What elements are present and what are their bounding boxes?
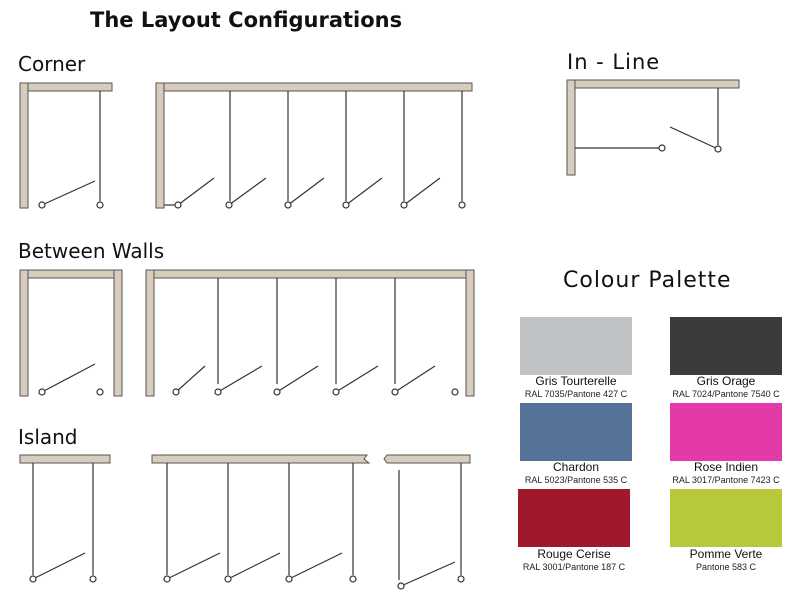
hinge-circle: [163, 575, 171, 583]
swatch-code: RAL 5023/Pantone 535 C: [524, 475, 628, 485]
door-line: [403, 177, 441, 206]
swatch-name: Chardon: [552, 460, 600, 474]
section-label-island: Island: [18, 425, 78, 449]
door-line: [166, 552, 221, 580]
swatch-gris-orage: [670, 317, 782, 375]
swatch-name: Rose Indien: [693, 460, 759, 474]
door-line: [288, 552, 343, 580]
hinge-circle: [38, 201, 46, 209]
swatch-chardon: [520, 403, 632, 461]
door-line: [669, 126, 719, 150]
wall-panel: [113, 269, 123, 397]
hinge-circle: [38, 388, 46, 396]
hinge-circle: [284, 201, 292, 209]
hinge-circle: [349, 575, 357, 583]
swatch-rouge-cerise: [518, 489, 630, 547]
swatch-code: Pantone 583 C: [695, 562, 757, 572]
beam-broken: [151, 454, 371, 464]
wall-panel: [19, 82, 113, 92]
swatch-code: RAL 7024/Pantone 7540 C: [672, 389, 780, 399]
wall-panel: [19, 269, 123, 279]
wall-panel: [566, 79, 740, 89]
hinge-circle: [451, 388, 459, 396]
swatch-name: Rouge Cerise: [537, 547, 611, 561]
wall-panel: [19, 82, 29, 209]
hinge-circle: [658, 144, 666, 152]
door-line: [228, 177, 267, 206]
door-line: [217, 365, 263, 393]
wall-panel: [155, 82, 473, 92]
wall-panel: [19, 269, 29, 397]
hinge-circle: [332, 388, 340, 396]
hinge-circle: [457, 575, 465, 583]
hinge-circle: [273, 388, 281, 396]
door-line: [41, 363, 96, 393]
hinge-circle: [225, 201, 233, 209]
section-label-corner: Corner: [18, 52, 86, 76]
swatch-gris-tourterelle: [520, 317, 632, 375]
door-line: [32, 552, 86, 580]
swatch-code: RAL 3001/Pantone 187 C: [522, 562, 626, 572]
swatch-name: Gris Orage: [696, 374, 756, 388]
hinge-circle: [214, 388, 222, 396]
door-line: [345, 177, 383, 206]
door-line: [335, 365, 379, 393]
hinge-circle: [29, 575, 37, 583]
swatch-pomme-verte: [670, 489, 782, 547]
hinge-circle: [397, 582, 405, 590]
wall-panel: [145, 269, 155, 397]
wall-panel: [145, 269, 475, 279]
door-line: [394, 365, 436, 393]
door-line: [400, 561, 456, 587]
swatch-code: RAL 3017/Pantone 7423 C: [672, 475, 780, 485]
hinge-circle: [224, 575, 232, 583]
door-line: [227, 552, 281, 580]
hinge-circle: [458, 201, 466, 209]
hinge-circle: [96, 388, 104, 396]
palette-title: Colour Palette: [563, 268, 732, 293]
wall-panel: [19, 454, 111, 464]
wall-panel: [465, 269, 475, 397]
door-line: [276, 365, 319, 393]
door-line: [177, 177, 215, 206]
page-title: The Layout Configurations: [90, 8, 403, 32]
door-line: [287, 177, 325, 206]
hinge-circle: [89, 575, 97, 583]
wall-panel: [155, 82, 165, 209]
hinge-circle: [174, 201, 182, 209]
hinge-circle: [342, 201, 350, 209]
swatch-name: Pomme Verte: [689, 547, 763, 561]
section-label-in-line: In - Line: [567, 50, 661, 74]
swatch-rose-indien: [670, 403, 782, 461]
hinge-circle: [285, 575, 293, 583]
hinge-circle: [172, 388, 180, 396]
hinge-circle: [96, 201, 104, 209]
swatch-name: Gris Tourterelle: [535, 374, 617, 388]
beam-broken: [383, 454, 471, 464]
door-line: [175, 365, 206, 393]
hinge-circle: [714, 145, 722, 153]
door-line: [41, 180, 96, 206]
hinge-circle: [391, 388, 399, 396]
wall-panel: [566, 79, 576, 176]
section-label-between-walls: Between Walls: [18, 239, 165, 263]
hinge-circle: [400, 201, 408, 209]
swatch-code: RAL 7035/Pantone 427 C: [524, 389, 628, 399]
